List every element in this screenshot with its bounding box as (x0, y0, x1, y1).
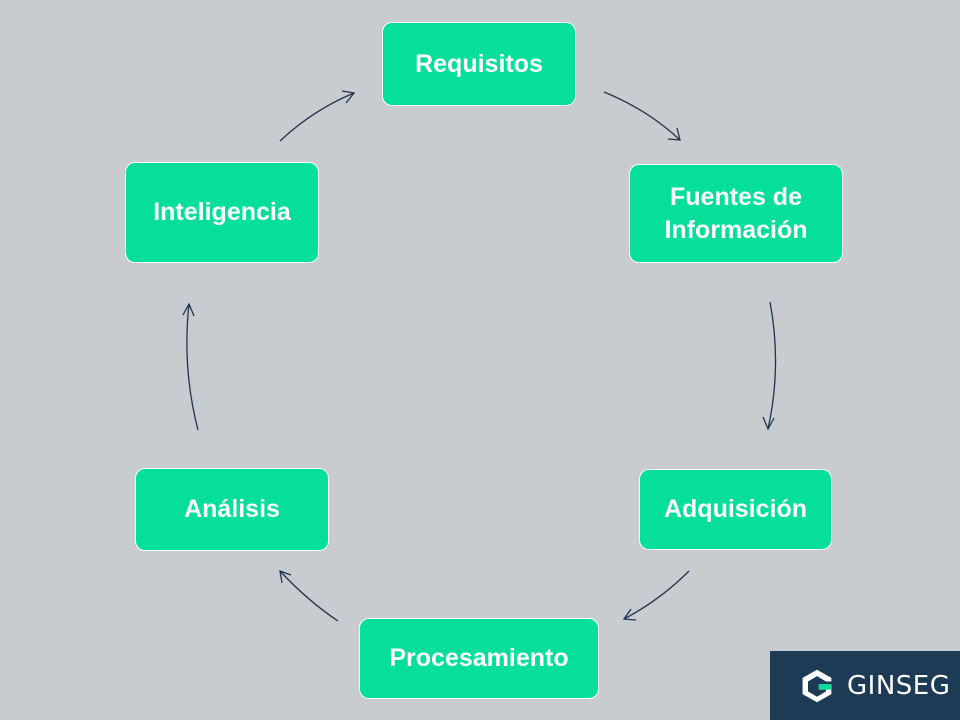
node-inteligencia-label: Inteligencia (153, 198, 291, 227)
node-procesamiento-label: Procesamiento (389, 644, 569, 673)
node-adquisicion: Adquisición (639, 469, 832, 550)
arrow-procesamiento-to-analisis (279, 570, 339, 622)
node-requisitos-label: Requisitos (415, 49, 543, 78)
node-fuentes-label: Fuentes de Información (664, 183, 808, 244)
node-analisis: Análisis (135, 468, 329, 551)
node-analisis-label: Análisis (184, 495, 280, 524)
ginseg-logo: GINSEG (770, 651, 960, 720)
arrow-inteligencia-to-requisitos (279, 90, 356, 142)
arrow-fuentes-to-adquisicion (762, 301, 777, 431)
arrow-requisitos-to-fuentes (603, 91, 681, 141)
node-requisitos: Requisitos (382, 22, 576, 106)
node-inteligencia: Inteligencia (125, 162, 319, 263)
node-fuentes-de-informacion: Fuentes de Información (629, 164, 843, 263)
ginseg-logo-icon (802, 669, 832, 702)
node-adquisicion-label: Adquisición (663, 495, 808, 524)
arrow-adquisicion-to-procesamiento (622, 570, 690, 621)
arrow-analisis-to-inteligencia (182, 302, 199, 431)
logo-text: GINSEG (847, 670, 951, 701)
node-procesamiento: Procesamiento (359, 618, 599, 699)
